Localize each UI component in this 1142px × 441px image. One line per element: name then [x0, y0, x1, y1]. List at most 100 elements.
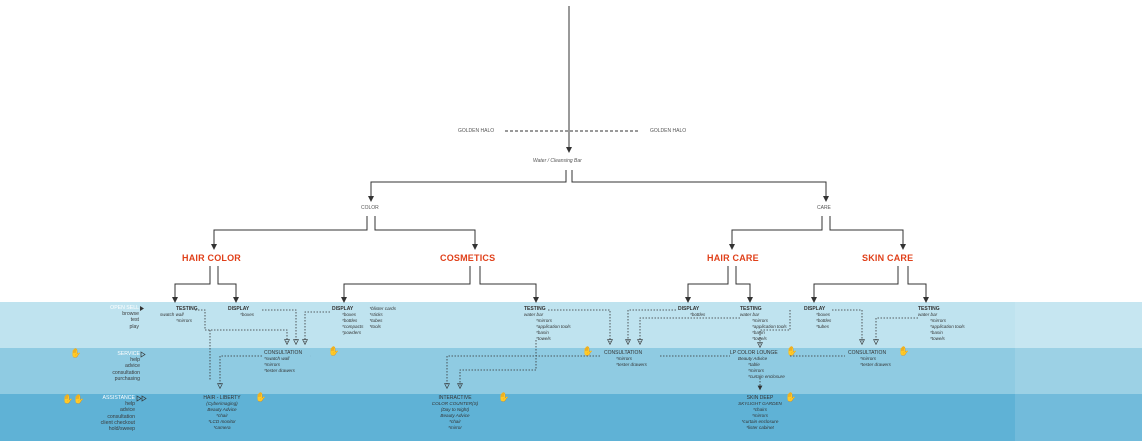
level-item: advice	[120, 407, 135, 414]
right-band-highlight	[1015, 302, 1142, 441]
branch-color-label: COLOR	[361, 205, 379, 211]
node-item: *tester drawers	[616, 362, 647, 367]
node-item: *tester drawers	[264, 368, 295, 373]
water-bar-label: Water / Cleansing Bar	[533, 158, 582, 164]
node-item: *mirrors	[748, 368, 765, 373]
node-item: Beauty Advice	[440, 413, 470, 418]
level-assistance-title: ASSISTANCE	[102, 395, 135, 401]
node-item: water bar	[524, 312, 544, 317]
service-band	[0, 348, 1142, 394]
hands-figure-icon: ✋	[328, 346, 340, 356]
hands-figure-icon: ✋	[786, 346, 798, 356]
node-item: *mirrors	[264, 362, 281, 367]
node-item: *mirror	[448, 425, 462, 430]
node-item: *bottles	[342, 318, 358, 323]
category-hair-care: HAIR CARE	[707, 253, 759, 263]
hands-figure-icon: ✋	[70, 348, 82, 358]
node-item: *table	[748, 362, 760, 367]
hands-figure-icon: ✋	[785, 392, 797, 402]
hca-display-node: DISPLAY *bottles	[678, 306, 705, 318]
consultation-node-3: CONSULTATION *mirrors *tester drawers	[848, 350, 891, 368]
node-title: LP COLOR LOUNGE	[730, 350, 778, 356]
node-title: TESTING	[176, 306, 198, 312]
node-title: CONSULTATION	[264, 350, 303, 356]
sc-display-node: DISPLAY *boxes *bottles *tubes	[804, 306, 831, 330]
node-item: *bottles	[816, 318, 832, 323]
node-item: *swatch wall	[264, 356, 290, 361]
level-item: help	[130, 357, 140, 364]
level-item: play	[129, 323, 139, 330]
node-item: *application tools	[930, 324, 965, 329]
cos-display-node: DISPLAY *boxes *bottles *compacts *powde…	[332, 306, 396, 336]
node-item: *powders	[342, 330, 362, 335]
hc-display-node: DISPLAY *boxes	[228, 306, 254, 318]
node-item: *tools	[369, 324, 381, 329]
node-item: *chairs	[752, 407, 768, 412]
level-item: purchasing	[114, 375, 140, 382]
node-item: *LCD monitor	[208, 419, 236, 424]
node-title: TESTING	[740, 306, 762, 312]
node-item: *towels	[536, 336, 551, 341]
category-skin-care: SKIN CARE	[862, 253, 914, 263]
level-item: browse	[122, 311, 139, 318]
skin-deep-node: SKIN DEEP SKYLIGHT GARDEN *chairs *mirro…	[724, 395, 796, 431]
node-item: *boxes	[240, 312, 255, 317]
node-title: INTERACTIVE	[438, 395, 472, 401]
node-title: CONSULTATION	[604, 350, 643, 356]
lp-color-lounge-node: LP COLOR LOUNGE Beauty Advice *table *mi…	[730, 350, 785, 380]
interactive-color-counter-node: INTERACTIVE COLOR COUNTER(S) (Day to Nig…	[420, 395, 490, 431]
node-item: *basin	[536, 330, 549, 335]
node-item: *lister cabinet	[746, 425, 774, 430]
level-service: SERVICE help advice consultation purchas…	[112, 351, 140, 382]
node-item: *curtain enclosure	[748, 374, 785, 379]
node-item: *camera	[213, 425, 231, 430]
node-item: *chair	[216, 413, 228, 418]
node-item: *mirrors	[536, 318, 553, 323]
node-item: *chair	[449, 419, 461, 424]
hca-testing-node: TESTING water bar *mirrors *application …	[740, 306, 787, 342]
node-item: *mirrors	[616, 356, 633, 361]
cos-testing-node: TESTING water bar *mirrors *application …	[524, 306, 571, 342]
node-item: (Day to Night)	[440, 407, 470, 412]
node-item: *mirrors	[751, 413, 769, 418]
node-item: *application tools	[536, 324, 571, 329]
node-item: water bar	[740, 312, 760, 317]
node-item: *bottles	[690, 312, 706, 317]
node-item: water bar	[918, 312, 938, 317]
level-item: hold/sweep	[108, 426, 135, 433]
node-title: DISPLAY	[678, 306, 700, 312]
golden-halo-right-label: GOLDEN HALO	[650, 128, 687, 134]
node-title: DISPLAY	[332, 306, 354, 312]
node-title: CONSULTATION	[848, 350, 887, 356]
node-item: *boxes	[342, 312, 357, 317]
category-cosmetics: COSMETICS	[440, 253, 496, 263]
node-title: DISPLAY	[228, 306, 250, 312]
level-item: test	[130, 317, 139, 324]
node-item: (Cyberimaging)	[206, 401, 238, 406]
sc-testing-node: TESTING water bar *mirrors *application …	[918, 306, 965, 342]
node-item: swatch wall	[160, 312, 184, 317]
level-open-sell: OPEN SELL browse test play	[110, 305, 139, 330]
node-item: *blister cards	[369, 306, 397, 311]
open-sell-band	[0, 302, 1142, 348]
level-item: advice	[125, 363, 140, 370]
node-title: TESTING	[918, 306, 940, 312]
level-open-sell-title: OPEN SELL	[110, 305, 139, 311]
hands-figure-icon: ✋	[898, 346, 910, 356]
node-item: SKYLIGHT GARDEN	[738, 401, 782, 406]
hands-figure-icon: ✋✋	[62, 394, 85, 404]
node-item: *tubes	[369, 318, 383, 323]
node-item: *application tools	[752, 324, 787, 329]
consultation-node-2: CONSULTATION *mirrors *tester drawers	[604, 350, 647, 368]
level-item: consultation	[107, 413, 135, 420]
node-item: *basin	[930, 330, 943, 335]
hands-figure-icon: ✋	[255, 392, 267, 402]
consultation-node-1: CONSULTATION *swatch wall *mirrors *test…	[264, 350, 302, 374]
hair-liberty-node: HAIR - LIBERTY (Cyberimaging) Beauty Adv…	[192, 395, 252, 431]
node-item: *mirrors	[930, 318, 947, 323]
node-item: *boxes	[816, 312, 831, 317]
node-item: *towels	[752, 336, 767, 341]
hc-testing-node: TESTING swatch wall *mirrors	[160, 306, 198, 324]
branch-care-label: CARE	[817, 205, 831, 211]
